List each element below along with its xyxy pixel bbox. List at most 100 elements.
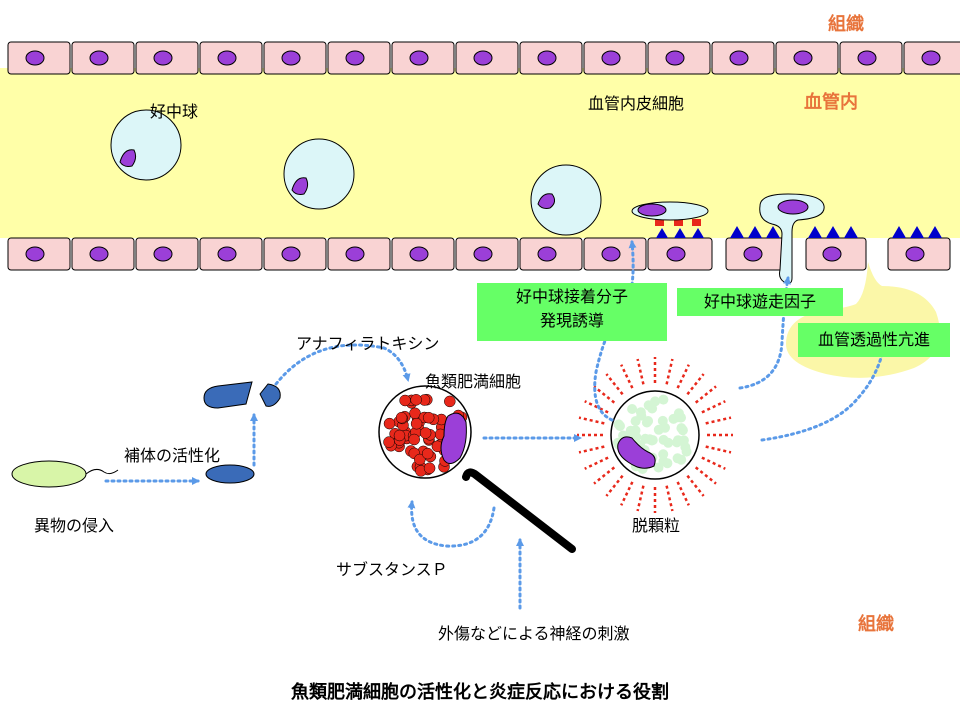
granule — [410, 394, 422, 406]
nerve-fiber — [462, 468, 576, 553]
foreign-invasion-label: 異物の侵入 — [34, 516, 115, 535]
cell-nucleus — [743, 246, 763, 262]
nerve-stimulation-label: 外傷などによる神経の刺激 — [438, 624, 630, 643]
cell-nucleus — [153, 50, 173, 66]
degranulated-cell — [610, 390, 700, 480]
cell-nucleus — [905, 246, 925, 262]
cell-nucleus — [89, 50, 109, 66]
mediator-ray — [636, 485, 645, 512]
neutrophil-label: 好中球 — [150, 102, 199, 121]
vessel-inside-label: 血管内 — [804, 92, 858, 113]
neutrophil-3 — [530, 164, 602, 236]
mediator-ray — [694, 385, 717, 404]
mediator-ray — [636, 358, 645, 385]
cell-nucleus — [217, 50, 237, 66]
neutrophil-migrating — [759, 193, 825, 284]
empty-granule — [613, 419, 624, 430]
empty-granule — [680, 442, 691, 453]
neutrophil-1 — [110, 109, 182, 181]
adhesion-molecule-box: 好中球接着分子 発現誘導 — [477, 283, 667, 341]
empty-granule — [662, 458, 673, 469]
mediator-ray — [620, 364, 634, 389]
granule — [383, 436, 395, 448]
cell-nucleus — [25, 246, 45, 262]
endothelial-row-bottom — [7, 237, 951, 271]
granule — [410, 417, 423, 430]
mediator-ray — [593, 385, 616, 404]
substance-p-label: サブスタンスＰ — [336, 560, 448, 579]
pathogen — [11, 460, 119, 488]
empty-granule — [630, 416, 641, 427]
cell-nucleus — [793, 50, 813, 66]
mediator-ray — [701, 456, 726, 470]
receptor-triangles — [656, 226, 942, 238]
cell-nucleus — [665, 50, 685, 66]
cell-nucleus — [409, 246, 429, 262]
mast-cell — [378, 385, 472, 479]
cell-nucleus — [473, 50, 493, 66]
anaphylatoxin-label: アナフィラトキシン — [296, 334, 440, 353]
empty-granule — [653, 462, 664, 473]
empty-granule — [658, 394, 669, 405]
neutrophil-adhering — [631, 201, 709, 221]
mediator-ray — [584, 400, 609, 414]
cell-nucleus — [921, 50, 941, 66]
empty-granule — [644, 434, 655, 445]
cell-nucleus — [473, 246, 493, 262]
empty-granule — [653, 424, 664, 435]
cell-nucleus — [601, 50, 621, 66]
adhesion-molecule-line1: 好中球接着分子 — [515, 287, 628, 306]
endothelial-row-top — [7, 41, 960, 75]
cell-nucleus — [153, 246, 173, 262]
cell-nucleus — [537, 246, 557, 262]
empty-granule — [673, 435, 684, 446]
mediator-ray — [694, 466, 717, 485]
mediator-ray — [665, 485, 674, 512]
empty-granule — [672, 453, 683, 464]
cell-nucleus — [89, 246, 109, 262]
mediator-ray — [705, 445, 732, 454]
mediator-ray — [686, 373, 705, 396]
mast-cell-label: 魚類肥満細胞 — [425, 372, 522, 391]
empty-granule — [658, 449, 669, 460]
granule — [414, 453, 426, 466]
cell-nucleus — [537, 50, 557, 66]
granule — [422, 411, 435, 424]
complement-activation-label: 補体の活性化 — [124, 446, 221, 465]
granule — [408, 433, 420, 446]
empty-granule — [663, 437, 674, 448]
cell-nucleus — [857, 50, 877, 66]
empty-granule — [627, 404, 638, 414]
granule — [383, 417, 396, 430]
granule — [395, 411, 408, 424]
degranulated-nucleus — [617, 436, 656, 469]
empty-granule — [647, 403, 658, 414]
mast-cell-nucleus — [440, 412, 467, 464]
endothelial-cell-label: 血管内皮細胞 — [588, 94, 685, 113]
granule — [393, 429, 406, 442]
mediator-ray — [584, 456, 609, 470]
cell-nucleus — [729, 50, 749, 66]
granule — [423, 462, 436, 474]
cell-nucleus — [601, 246, 621, 262]
figure-caption: 魚類肥満細胞の活性化と炎症反応における役割 — [291, 682, 669, 703]
complement-fragment — [205, 464, 255, 484]
degranulation-label: 脱顆粒 — [632, 516, 681, 535]
mediator-ray — [578, 445, 605, 454]
cell-nucleus — [281, 246, 301, 262]
granule — [419, 427, 432, 439]
mediator-ray — [686, 474, 705, 497]
cell-nucleus — [666, 246, 686, 262]
adhesion-molecule-line2: 発現誘導 — [539, 311, 604, 330]
cell-nucleus — [822, 246, 842, 262]
cell-nucleus — [281, 50, 301, 66]
empty-granule — [643, 416, 654, 426]
released-mediators — [577, 357, 733, 513]
mediator-ray — [676, 364, 690, 389]
mediator-ray — [605, 474, 624, 497]
mediator-ray — [676, 481, 690, 506]
cell-nucleus — [345, 50, 365, 66]
edema-blob — [786, 262, 940, 378]
granule — [444, 395, 456, 408]
